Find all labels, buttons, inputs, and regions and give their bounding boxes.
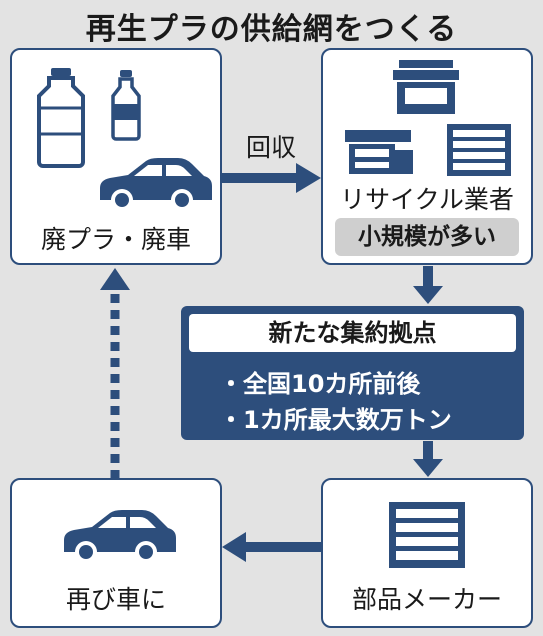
- dashed-arrow-up: [100, 268, 130, 478]
- large-bottle-icon: [37, 68, 85, 168]
- node-reuse: 再び車に: [10, 478, 222, 628]
- node-maker: 部品メーカー: [321, 478, 533, 628]
- arrow-recycler-to-hub: [413, 266, 443, 304]
- node-recycler: リサイクル業者 小規模が多い: [321, 48, 533, 265]
- reuse-label: 再び車に: [65, 585, 166, 614]
- recycler-label: リサイクル業者: [340, 185, 514, 214]
- small-bottle-icon: [111, 70, 141, 141]
- hub-point: ・1カ所最大数万トン: [219, 406, 452, 434]
- hub-point: ・全国10カ所前後: [219, 370, 421, 398]
- arrow-maker-to-reuse: [222, 532, 322, 562]
- waste-label: 廃プラ・廃車: [40, 225, 191, 254]
- store-icon: [393, 60, 459, 114]
- arrow-collect: [222, 163, 321, 193]
- collect-label: 回収: [245, 133, 296, 162]
- car-icon: [64, 510, 176, 563]
- car-icon: [100, 158, 212, 211]
- arrow-hub-to-maker: [413, 441, 443, 477]
- office-building-icon: [389, 502, 465, 568]
- factory-icon: [345, 130, 413, 174]
- node-hub: 新たな集約拠点 ・全国10カ所前後 ・1カ所最大数万トン: [181, 306, 524, 440]
- office-building-icon: [447, 124, 511, 176]
- diagram-title: 再生プラの供給網をつくる: [85, 12, 458, 47]
- maker-label: 部品メーカー: [351, 585, 502, 614]
- recycler-badge: 小規模が多い: [335, 218, 519, 256]
- hub-title: 新たな集約拠点: [189, 314, 516, 352]
- node-waste: 廃プラ・廃車: [10, 48, 222, 265]
